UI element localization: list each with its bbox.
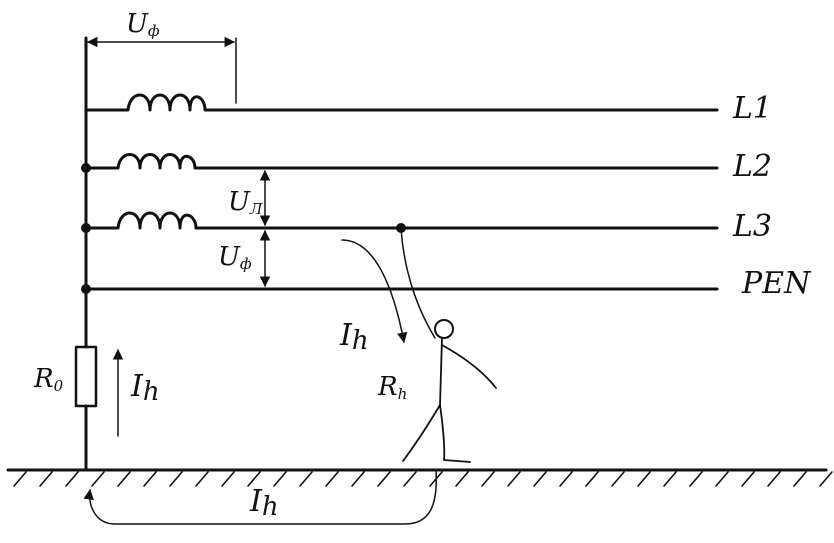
ground-hatch-mark (403, 471, 417, 487)
ground-hatch-mark (637, 471, 651, 487)
ground-hatch-mark (65, 471, 79, 487)
ground-hatch-mark (481, 471, 495, 487)
label-resistor-r0: R0 (33, 364, 64, 395)
person-head (434, 319, 454, 339)
person-body (439, 337, 443, 406)
winding-l3 (84, 211, 232, 230)
label-line-voltage: UЛ (228, 187, 263, 218)
label-phase-voltage-top: Uф (126, 9, 160, 40)
winding-l2 (84, 153, 232, 170)
ground-hatch-mark (273, 471, 287, 487)
ground-hatch-mark (117, 471, 131, 487)
ground-hatch-mark (221, 471, 235, 487)
ground-hatch-mark (377, 471, 391, 487)
ground-hatch-mark (325, 471, 339, 487)
label-current-ground: Ih (249, 484, 279, 522)
arrow-current-ground (83, 469, 438, 525)
ground-hatch-mark (611, 471, 625, 487)
ground-hatch-mark (689, 471, 703, 487)
ground-hatch-mark (169, 471, 183, 487)
ground-hatch-mark (559, 471, 573, 487)
winding-l1 (84, 93, 242, 112)
ground-hatch-mark (13, 471, 27, 487)
touch-wire (400, 227, 436, 339)
ground-hatch-mark (585, 471, 599, 487)
ground-hatch-mark (455, 471, 469, 487)
ground-hatching (13, 471, 833, 487)
label-l1: L1 (732, 91, 772, 126)
label-current-resistor: Ih (130, 369, 160, 407)
ground-hatch-mark (663, 471, 677, 487)
person-leg-left (402, 404, 441, 462)
person-arm-raised (441, 344, 497, 389)
label-resistor-rh: Rh (377, 372, 407, 403)
ground-hatch-mark (299, 471, 313, 487)
ground-hatch-mark (351, 471, 365, 487)
junction-pen (81, 284, 91, 294)
ground-hatch-mark (819, 471, 833, 487)
ground-hatch-mark (793, 471, 807, 487)
person-leg-right (439, 404, 471, 463)
ground-hatch-mark (39, 471, 53, 487)
ground-hatch-mark (741, 471, 755, 487)
label-pen: PEN (741, 266, 812, 301)
resistor-r0 (74, 345, 98, 408)
ground-hatch-mark (91, 471, 105, 487)
ground-hatch-mark (715, 471, 729, 487)
person-figure (402, 319, 497, 463)
label-phase-voltage-side: Uф (218, 242, 252, 273)
ground-hatch-mark (507, 471, 521, 487)
label-current-person: Ih (339, 318, 369, 356)
arrow-current-person (341, 239, 408, 344)
junction-l2 (81, 163, 91, 173)
ground-hatch-mark (767, 471, 781, 487)
label-l2: L2 (732, 149, 772, 184)
ground-hatch-mark (195, 471, 209, 487)
junction-l3 (81, 223, 91, 233)
ground-hatch-mark (143, 471, 157, 487)
ground-hatch-mark (533, 471, 547, 487)
label-l3: L3 (732, 209, 772, 244)
ground-hatch-mark (247, 471, 261, 487)
